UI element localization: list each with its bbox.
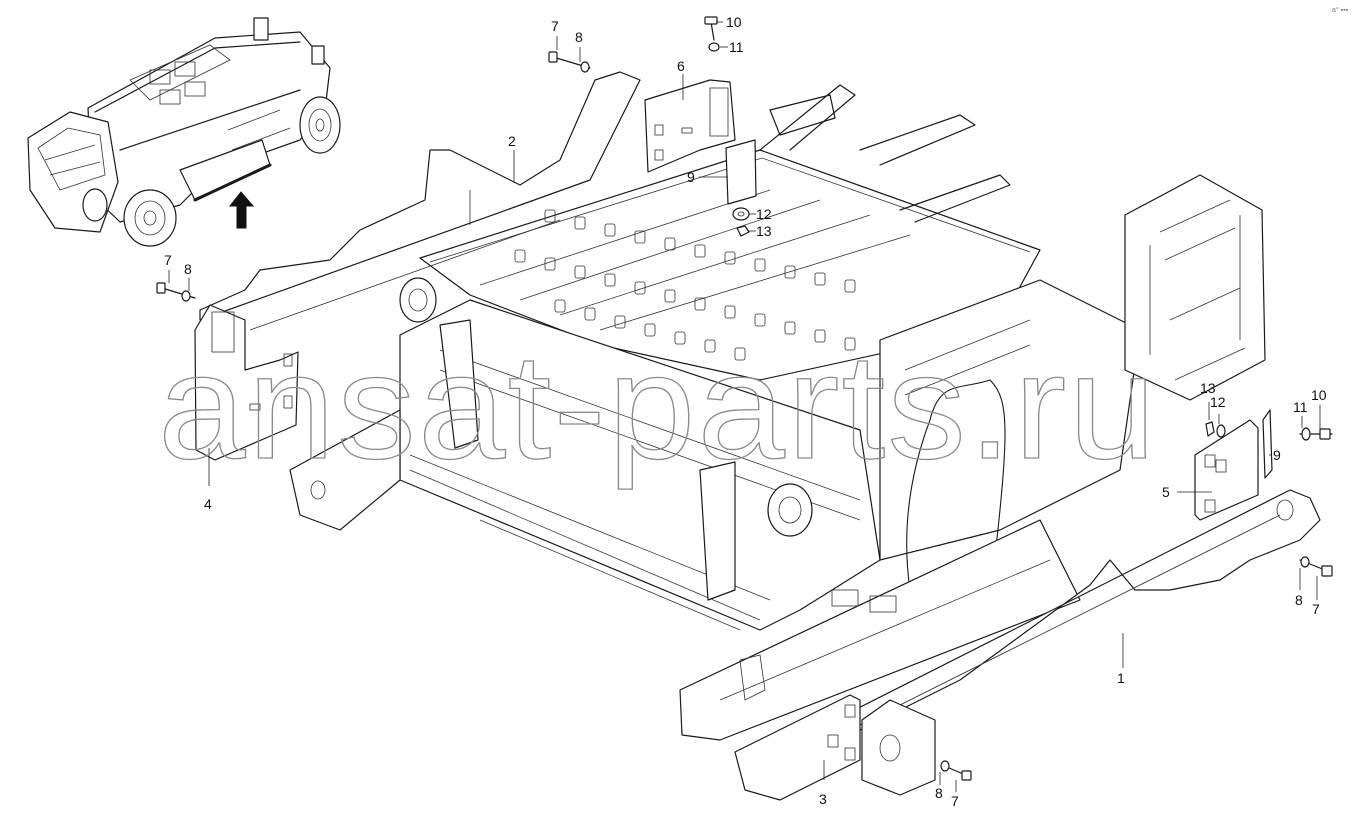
watermark-text: ansat-parts.ru (158, 322, 1158, 490)
callout-10-right: 10 (1311, 387, 1327, 403)
callout-7-bottom: 7 (951, 793, 959, 809)
callout-9-right: 9 (1273, 447, 1281, 463)
callout-10-top: 10 (726, 14, 742, 30)
callout-8-right: 8 (1295, 592, 1303, 608)
callout-3: 3 (819, 791, 827, 807)
main-frame-assembly (289, 84, 1266, 741)
callout-7-left: 7 (164, 252, 172, 268)
callout-8-top: 8 (575, 29, 583, 45)
callout-4: 4 (204, 496, 212, 512)
callout-13-right: 13 (1200, 380, 1216, 396)
part-9-plate-upper (725, 139, 757, 205)
machine-overview-inset (27, 17, 341, 247)
callout-8-bottom: 8 (935, 785, 943, 801)
callout-5: 5 (1162, 484, 1170, 500)
part-5-end-plate-right (1194, 409, 1273, 521)
location-arrow-icon (228, 191, 255, 229)
callout-6: 6 (677, 58, 685, 74)
part-2-side-rail-left (199, 71, 641, 331)
callout-7-right: 7 (1312, 601, 1320, 617)
part-6-bracket-plate (644, 79, 736, 173)
callout-12-top: 12 (756, 206, 772, 222)
part-1-side-rail-right (794, 489, 1321, 746)
callout-2: 2 (508, 133, 516, 149)
fasteners (156, 16, 1333, 781)
part-4-end-plate-left (194, 304, 299, 461)
callout-8-left: 8 (184, 261, 192, 277)
callout-labels: 1 2 3 4 5 6 7 8 7 8 7 8 7 8 9 9 10 11 10… (164, 14, 1327, 809)
leader-lines (168, 21, 1321, 792)
callout-13-top: 13 (756, 223, 772, 239)
callout-9-upper: 9 (687, 169, 695, 185)
callout-11-right: 11 (1293, 399, 1308, 415)
callout-11-top: 11 (729, 39, 744, 55)
callout-7-top: 7 (551, 18, 559, 34)
callout-12-right: 12 (1210, 394, 1226, 410)
callout-1: 1 (1117, 670, 1125, 686)
part-3-end-plate-lower (734, 694, 936, 801)
corner-mark: a° ▪▪▪ (1332, 6, 1349, 14)
